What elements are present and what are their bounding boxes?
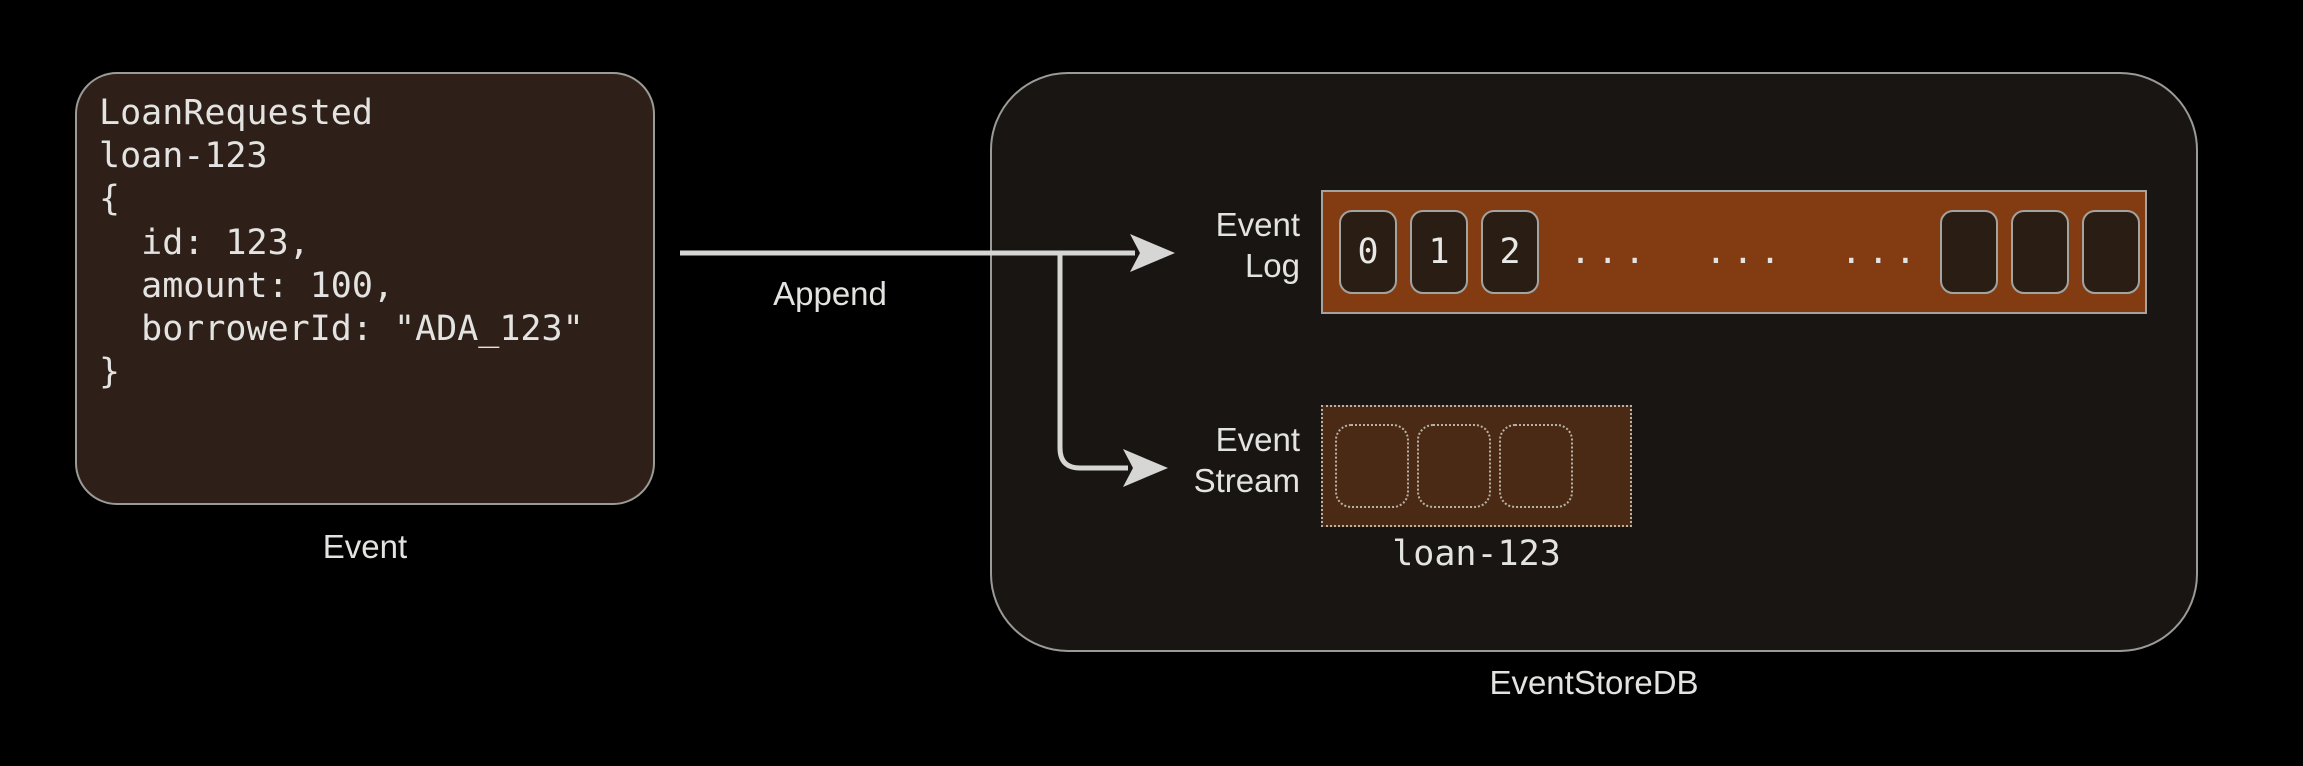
- event-payload-code: LoanRequested loan-123 { id: 123, amount…: [99, 93, 584, 393]
- event-stream-name: loan-123: [1392, 534, 1561, 574]
- eventstoredb-container: [990, 72, 2198, 652]
- event-log-empty-cell: [2010, 210, 2069, 294]
- event-log-cell: 2: [1481, 210, 1539, 294]
- event-stream-label: Event Stream: [1193, 421, 1300, 499]
- event-stream-box: [1321, 405, 1632, 527]
- event-log-cell: 0: [1339, 210, 1397, 294]
- event-stream-cell: [1335, 424, 1409, 508]
- event-log-band: 0 1 2 ... ... ...: [1321, 190, 2147, 314]
- event-log-ellipsis: ... ... ...: [1570, 232, 1922, 272]
- event-stream-cell: [1417, 424, 1491, 508]
- event-log-empty-cell: [2081, 210, 2140, 294]
- event-log-cell: 1: [1410, 210, 1468, 294]
- event-log-label: Event Log: [1215, 206, 1300, 284]
- eventstoredb-caption: EventStoreDB: [1489, 664, 1699, 701]
- event-card-caption: Event: [322, 528, 408, 565]
- event-stream-cell: [1499, 424, 1573, 508]
- event-card: LoanRequested loan-123 { id: 123, amount…: [75, 72, 655, 505]
- append-label: Append: [773, 275, 887, 312]
- event-log-empty-cell: [1939, 210, 1998, 294]
